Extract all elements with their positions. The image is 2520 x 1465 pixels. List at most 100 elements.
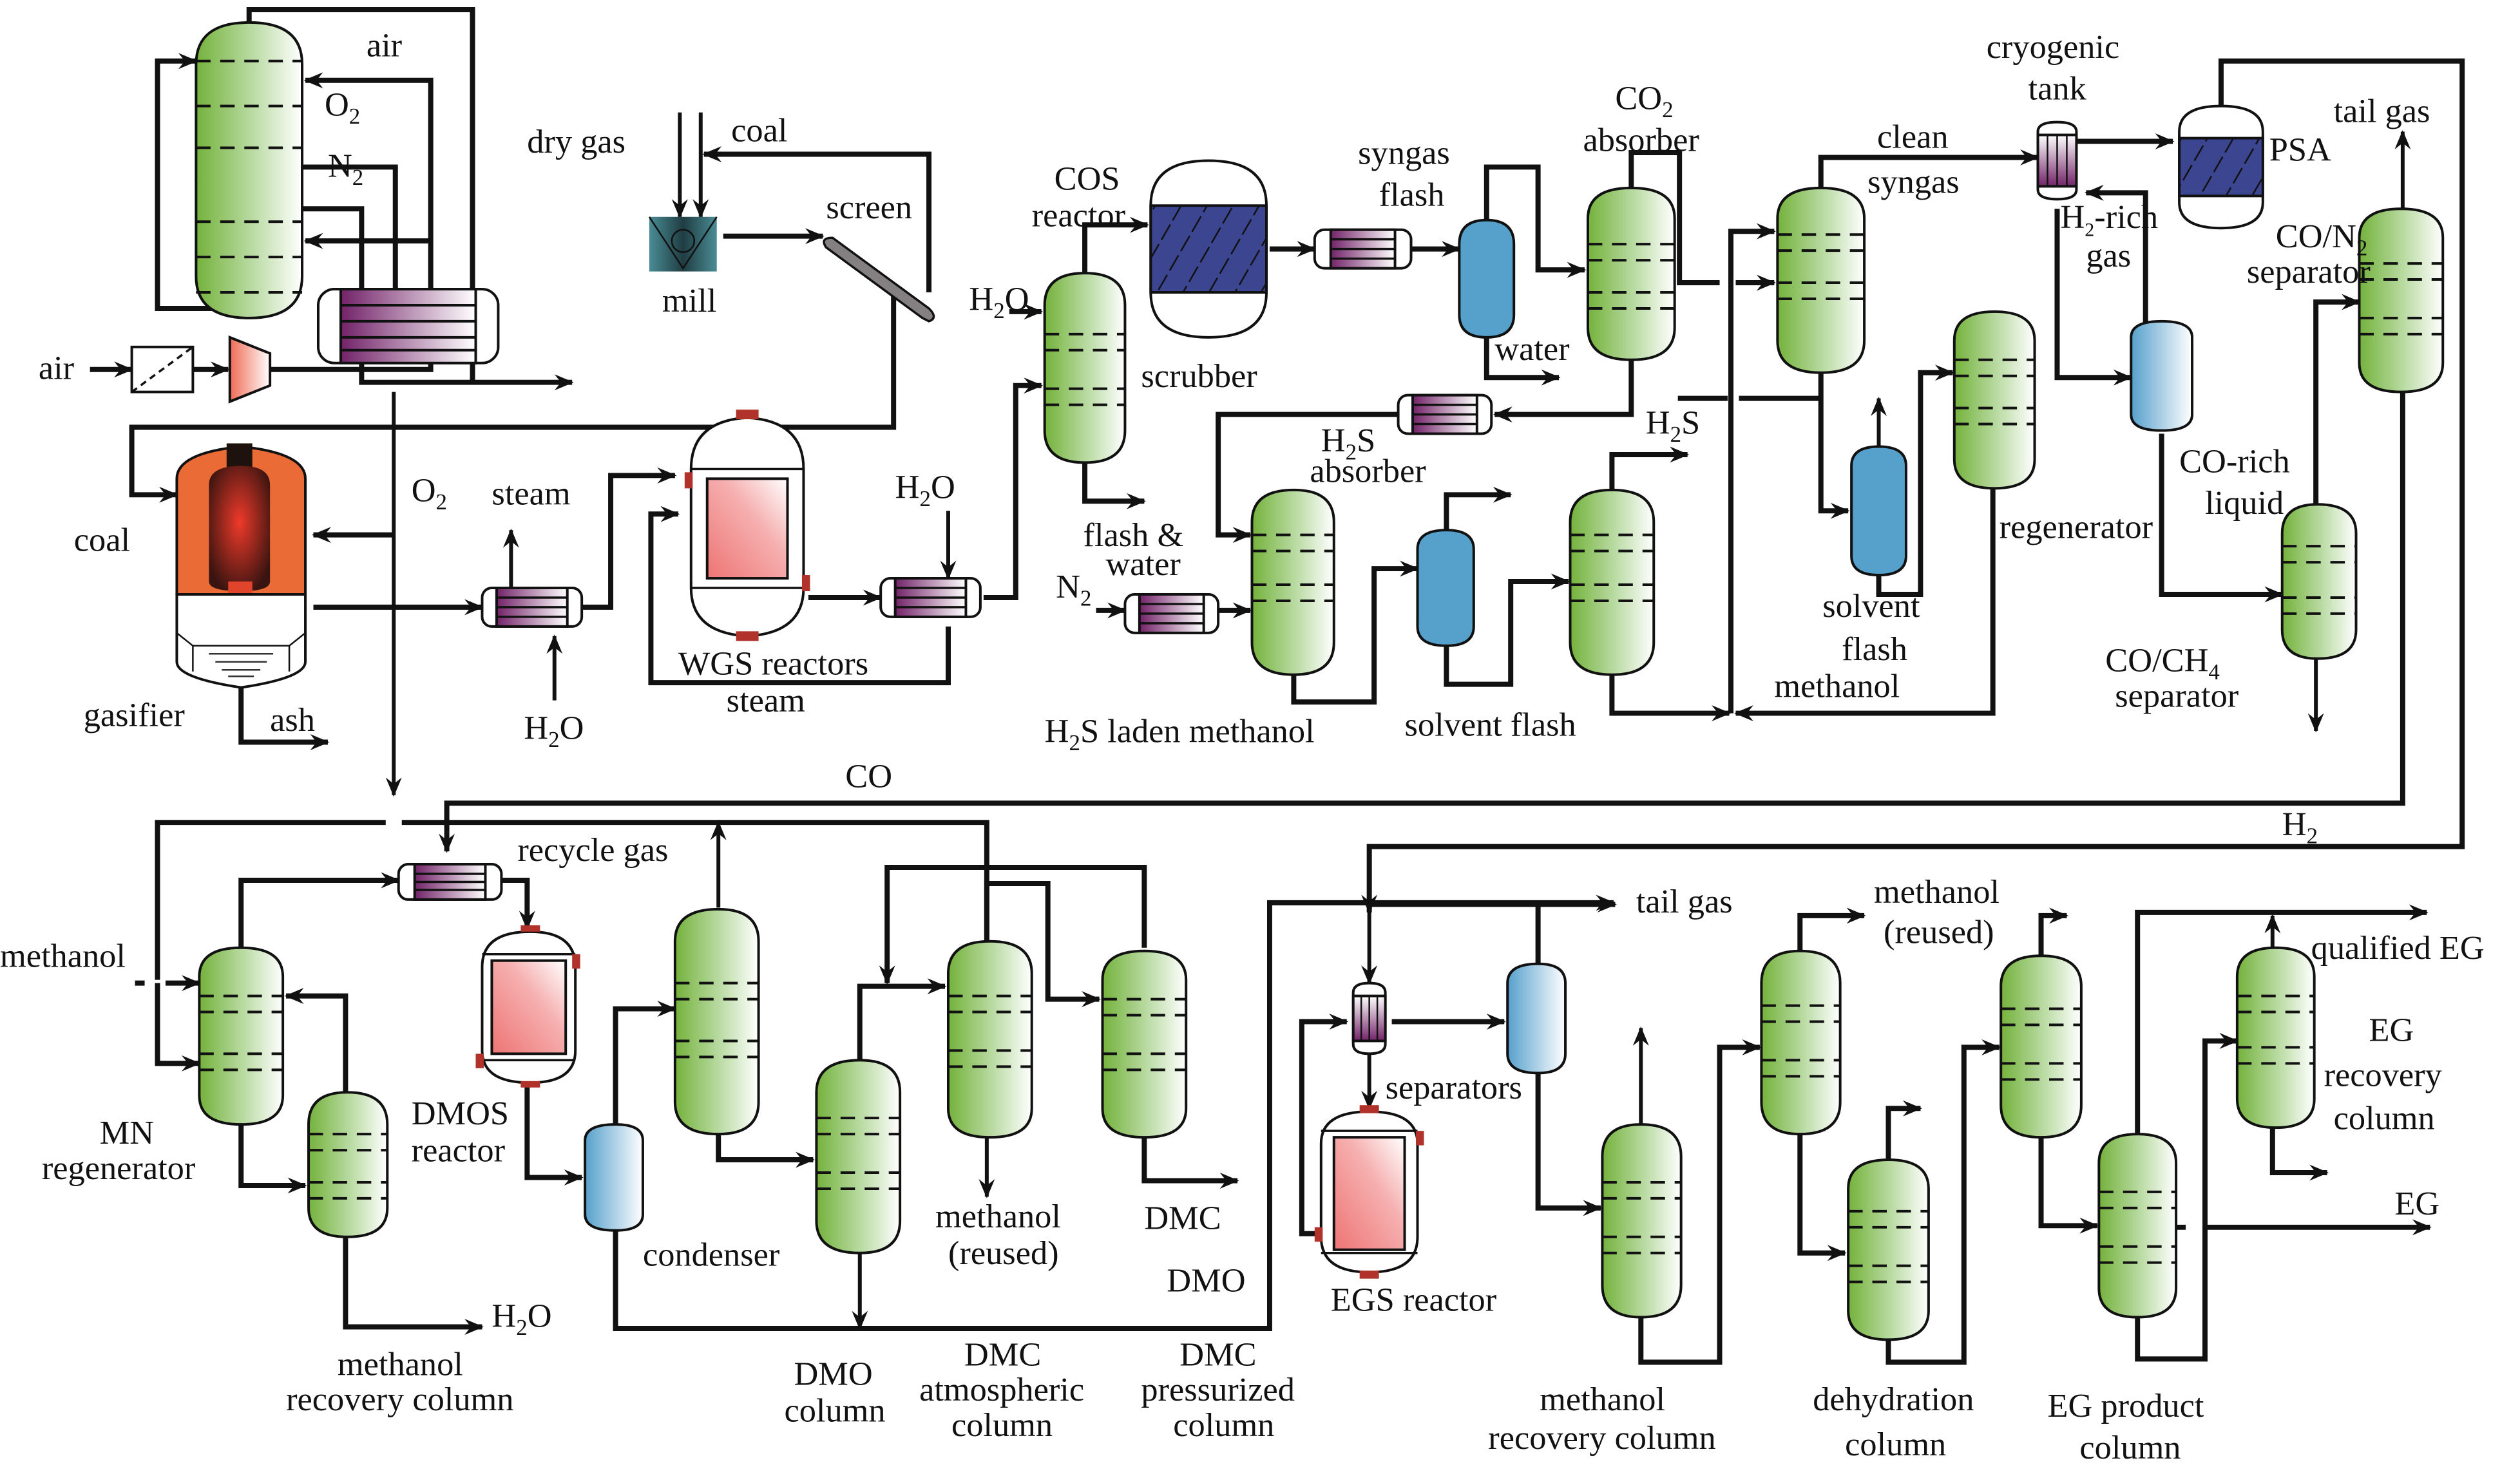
h2s-cooler[interactable]: [1397, 393, 1493, 435]
labels: air O2 N2 air dry gas coal screen mill c…: [0, 26, 2485, 1465]
line-h2s-hx-to-abs: [1216, 411, 1402, 543]
co2-absorber[interactable]: [1586, 186, 1676, 361]
dmc-pressurized-column[interactable]: [1101, 949, 1188, 1139]
line-egrec-bottom: [2269, 1128, 2329, 1181]
label-syngas-flash-2: flash: [1379, 176, 1445, 213]
h2s-absorber[interactable]: [1250, 488, 1335, 676]
condenser-drum[interactable]: [584, 1123, 644, 1232]
label-flash-water-1: flash &: [1083, 516, 1184, 554]
methanol-recovery-column-2[interactable]: [1601, 1123, 1683, 1319]
n2-heater[interactable]: [1123, 592, 1220, 634]
label-co: CO: [845, 757, 892, 795]
co-ch4-separator[interactable]: [2280, 503, 2358, 660]
coal-mill[interactable]: [648, 216, 718, 272]
label-coch4-1: CO/CH4: [2105, 642, 2220, 685]
label-dmos-1: DMOS: [412, 1095, 509, 1132]
line-mn-to-hx: [238, 872, 401, 948]
line-dmc-out: [1141, 1134, 1239, 1189]
eg-product-column[interactable]: [2097, 1133, 2178, 1319]
h2-rich-separator[interactable]: [2130, 319, 2194, 432]
mn-regenerator[interactable]: [198, 946, 285, 1126]
line-col2-to-dehyd: [1797, 1131, 1847, 1262]
label-dehydration-2: column: [1845, 1426, 1946, 1463]
label-dmc-press-2: pressurized: [1141, 1371, 1295, 1408]
solvent-flash-drum[interactable]: [1416, 529, 1475, 647]
label-dmc: DMC: [1144, 1199, 1221, 1236]
line-cryo-to-sep: [2054, 209, 2133, 386]
gasifier[interactable]: [175, 443, 307, 689]
label-eg-product-1: EG product: [2048, 1387, 2204, 1424]
co-n2-separator[interactable]: [2358, 207, 2445, 393]
label-flash-water-2: water: [1105, 545, 1180, 583]
line-col4-top: [2038, 907, 2068, 956]
line-col-to-dmo: [716, 1132, 815, 1168]
air-compressor[interactable]: [228, 335, 272, 404]
line-col-to-main: [1609, 674, 1732, 722]
egs-preheater[interactable]: [1351, 981, 1387, 1055]
dmo-column[interactable]: [815, 1059, 902, 1254]
line-scrubber-bottom: [1082, 462, 1146, 509]
line-mn-to-recovery: [238, 1124, 307, 1194]
label-syngas-flash-1: syngas: [1358, 134, 1450, 171]
line-dehyd-top: [1885, 1100, 1922, 1160]
label-egs-reactor: EGS reactor: [1331, 1281, 1496, 1319]
line-flash-water: [1484, 337, 1561, 386]
line-scrubber-to-cos: [1082, 216, 1149, 274]
syngas-flash-drum[interactable]: [1458, 218, 1516, 339]
line-screen-recycle: [702, 146, 932, 293]
line-co-main: [439, 388, 2405, 853]
line-hx-to-scrubber: [983, 377, 1044, 600]
solvent-flash-methanol-drum[interactable]: [1850, 445, 1907, 577]
label-clean-syngas-1: clean: [1877, 118, 1948, 155]
line-flash-to-regen: [1876, 364, 1954, 597]
dmo-preheater[interactable]: [397, 863, 503, 901]
main-heat-exchanger[interactable]: [316, 288, 500, 364]
label-co-rich-2: liquid: [2205, 484, 2284, 522]
label-cos-1: COS: [1055, 160, 1120, 197]
eg-recovery-column[interactable]: [2235, 946, 2316, 1129]
waste-heat-boiler[interactable]: [481, 586, 584, 628]
line-co-to-con2: [2313, 294, 2362, 506]
line-n2-out: [302, 206, 365, 321]
psa-unit[interactable]: [2178, 104, 2264, 230]
label-meoh-recovery-1: methanol: [338, 1345, 463, 1383]
label-air-top: air: [367, 26, 402, 64]
air-separation-column[interactable]: [195, 21, 304, 319]
label-o2: O2: [325, 86, 360, 129]
air-filter[interactable]: [130, 345, 195, 393]
line-flash-to-col: [1444, 573, 1570, 687]
eg-refining-column[interactable]: [2000, 954, 2083, 1139]
condenser-column[interactable]: [673, 907, 760, 1136]
dehydration-column[interactable]: [1847, 1158, 1930, 1341]
regenerator-column[interactable]: [1952, 310, 2036, 490]
label-qualified-eg: qualified EG: [2311, 929, 2485, 967]
dmos-reactor[interactable]: [475, 925, 580, 1088]
label-h2o-quench: H2O: [895, 468, 955, 511]
syngas-cooler[interactable]: [1313, 228, 1413, 270]
label-n2: N2: [328, 147, 363, 189]
h2s-concentration-column[interactable]: [1569, 488, 1656, 676]
label-coal-feed: coal: [74, 522, 130, 559]
separator-drum[interactable]: [1506, 962, 1567, 1075]
methanol-wash-column[interactable]: [1776, 186, 1866, 374]
wgs-reactor[interactable]: [684, 410, 810, 641]
label-screen: screen: [826, 189, 912, 226]
screen[interactable]: [823, 236, 935, 323]
methanol-reuse-column[interactable]: [1760, 949, 1842, 1136]
label-steam-loop: steam: [727, 682, 805, 719]
cos-reactor[interactable]: [1149, 159, 1268, 339]
line-cond-to-col: [613, 1001, 677, 1125]
line-co2-bottom: [1493, 356, 1634, 423]
line-recovery-to-mn: [284, 988, 348, 1093]
line-hx-to-wgs: [582, 467, 677, 610]
cryogenic-tank[interactable]: [2036, 120, 2078, 201]
label-h2o-out: H2O: [492, 1297, 551, 1339]
label-dmos-2: reactor: [412, 1132, 505, 1169]
line-vertical-main: [1728, 223, 1776, 714]
label-n2-feed: N2: [1056, 568, 1091, 610]
methanol-recovery-column-1[interactable]: [307, 1091, 389, 1238]
wgs-cooler[interactable]: [879, 577, 982, 618]
scrubber-column[interactable]: [1043, 272, 1127, 464]
dmc-atmospheric-column[interactable]: [946, 940, 1033, 1139]
egs-reactor[interactable]: [1314, 1105, 1424, 1279]
